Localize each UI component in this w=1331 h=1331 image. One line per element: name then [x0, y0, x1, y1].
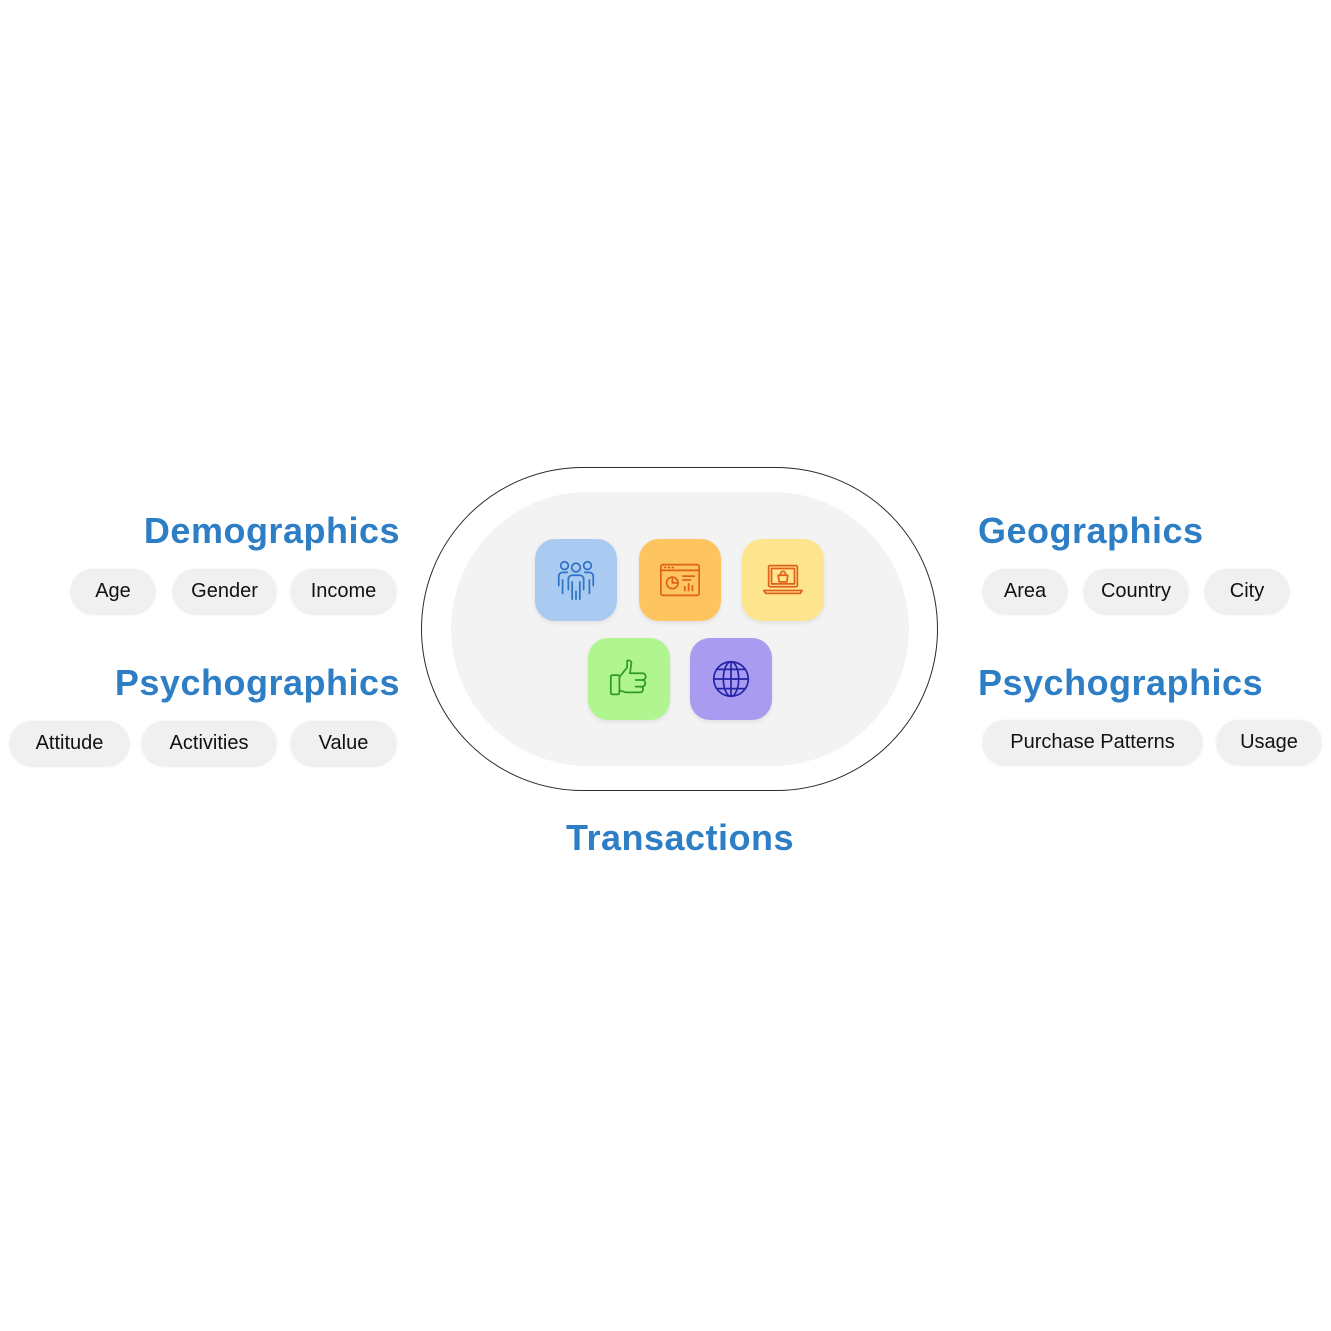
chip-gender[interactable]: Gender: [173, 569, 276, 613]
tile-people[interactable]: [535, 539, 617, 621]
analytics-dashboard-icon: [659, 563, 701, 597]
demographics-chip-row: Age Gender Income: [0, 569, 410, 613]
chip-attitude[interactable]: Attitude: [10, 721, 129, 765]
people-group-icon: [557, 560, 595, 601]
geographics-chip-row: Area Country City: [970, 569, 1331, 613]
globe-icon: [712, 660, 750, 698]
chip-income[interactable]: Income: [291, 569, 396, 613]
chip-value[interactable]: Value: [291, 721, 396, 765]
tile-laptop-shopping[interactable]: [742, 539, 824, 621]
psychographics-right-chip-row: Purchase Patterns Usage: [970, 720, 1331, 764]
tile-globe[interactable]: [690, 638, 772, 720]
chip-usage[interactable]: Usage: [1217, 720, 1321, 764]
transactions-inner-pill: [451, 492, 909, 766]
geographics-heading: Geographics: [978, 510, 1204, 551]
psychographics-left-chip-row: Attitude Activities Value: [0, 721, 410, 765]
chip-area[interactable]: Area: [983, 569, 1067, 613]
laptop-shopping-icon: [762, 564, 804, 595]
chip-city[interactable]: City: [1205, 569, 1289, 613]
thumbs-up-icon: [609, 659, 647, 696]
transactions-label: Transactions: [565, 817, 795, 858]
chip-age[interactable]: Age: [71, 569, 155, 613]
chip-country[interactable]: Country: [1084, 569, 1188, 613]
demographics-heading: Demographics: [143, 510, 400, 551]
tile-thumbs-up[interactable]: [588, 638, 670, 720]
chip-activities[interactable]: Activities: [142, 721, 276, 765]
psychographics-right-heading: Psychographics: [978, 662, 1264, 703]
psychographics-left-heading: Psychographics: [114, 662, 400, 703]
chip-purchase-patterns[interactable]: Purchase Patterns: [983, 720, 1202, 764]
tile-analytics[interactable]: [639, 539, 721, 621]
